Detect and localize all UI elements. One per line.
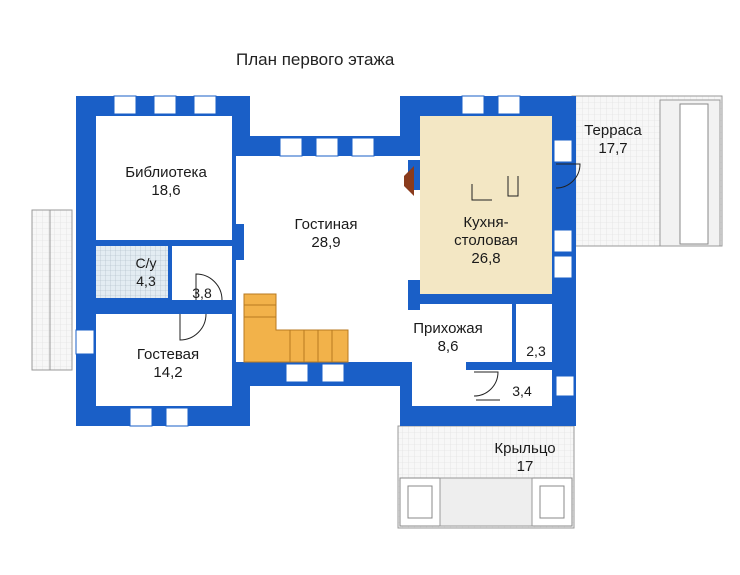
guest-area: 14,2	[153, 364, 183, 381]
living-area: 28,9	[311, 234, 341, 251]
storage-area: 2,3	[526, 343, 546, 359]
porch-area-value: 17	[516, 458, 534, 475]
guest-label: Гостевая 14,2	[114, 346, 222, 382]
closet-area: 3,8	[192, 285, 212, 301]
kitchen-area: 26,8	[471, 250, 501, 267]
plan-title: План первого этажа	[236, 50, 395, 69]
kitchen-label: Кухня- столовая 26,8	[436, 214, 536, 268]
library-label: Библиотека 18,6	[112, 164, 220, 200]
living-name: Гостиная	[294, 216, 358, 233]
living-label: Гостиная 28,9	[276, 216, 376, 252]
hall-area: 8,6	[437, 338, 459, 355]
hall-name: Прихожая	[413, 320, 483, 337]
left-exterior-stairs	[31, 209, 73, 371]
vestibule-area: 3,4	[512, 383, 532, 399]
windows	[75, 95, 575, 427]
wc-label: С/у 4,3	[126, 254, 166, 290]
porch-name: Крыльцо	[494, 440, 556, 457]
interior-walls	[96, 160, 552, 370]
guest-name: Гостевая	[136, 346, 200, 363]
wc-area: 4,3	[136, 273, 156, 289]
interior-stairs	[243, 293, 349, 363]
terrace-label: Терраса 17,7	[574, 122, 652, 158]
kitchen-name-line2: столовая	[454, 232, 518, 249]
library-name: Библиотека	[125, 164, 207, 181]
terrace-area	[571, 95, 723, 247]
porch-label: Крыльцо 17	[480, 440, 570, 476]
terrace-name: Терраса	[584, 122, 642, 139]
terrace-area-value: 17,7	[598, 140, 628, 157]
library-area: 18,6	[151, 182, 181, 199]
doors	[179, 163, 581, 401]
fireplace	[404, 166, 414, 196]
wc-name: С/у	[135, 255, 157, 271]
porch-area	[397, 425, 575, 529]
hall-label: Прихожая 8,6	[398, 320, 498, 356]
kitchen-name-line1: Кухня-	[463, 214, 509, 231]
